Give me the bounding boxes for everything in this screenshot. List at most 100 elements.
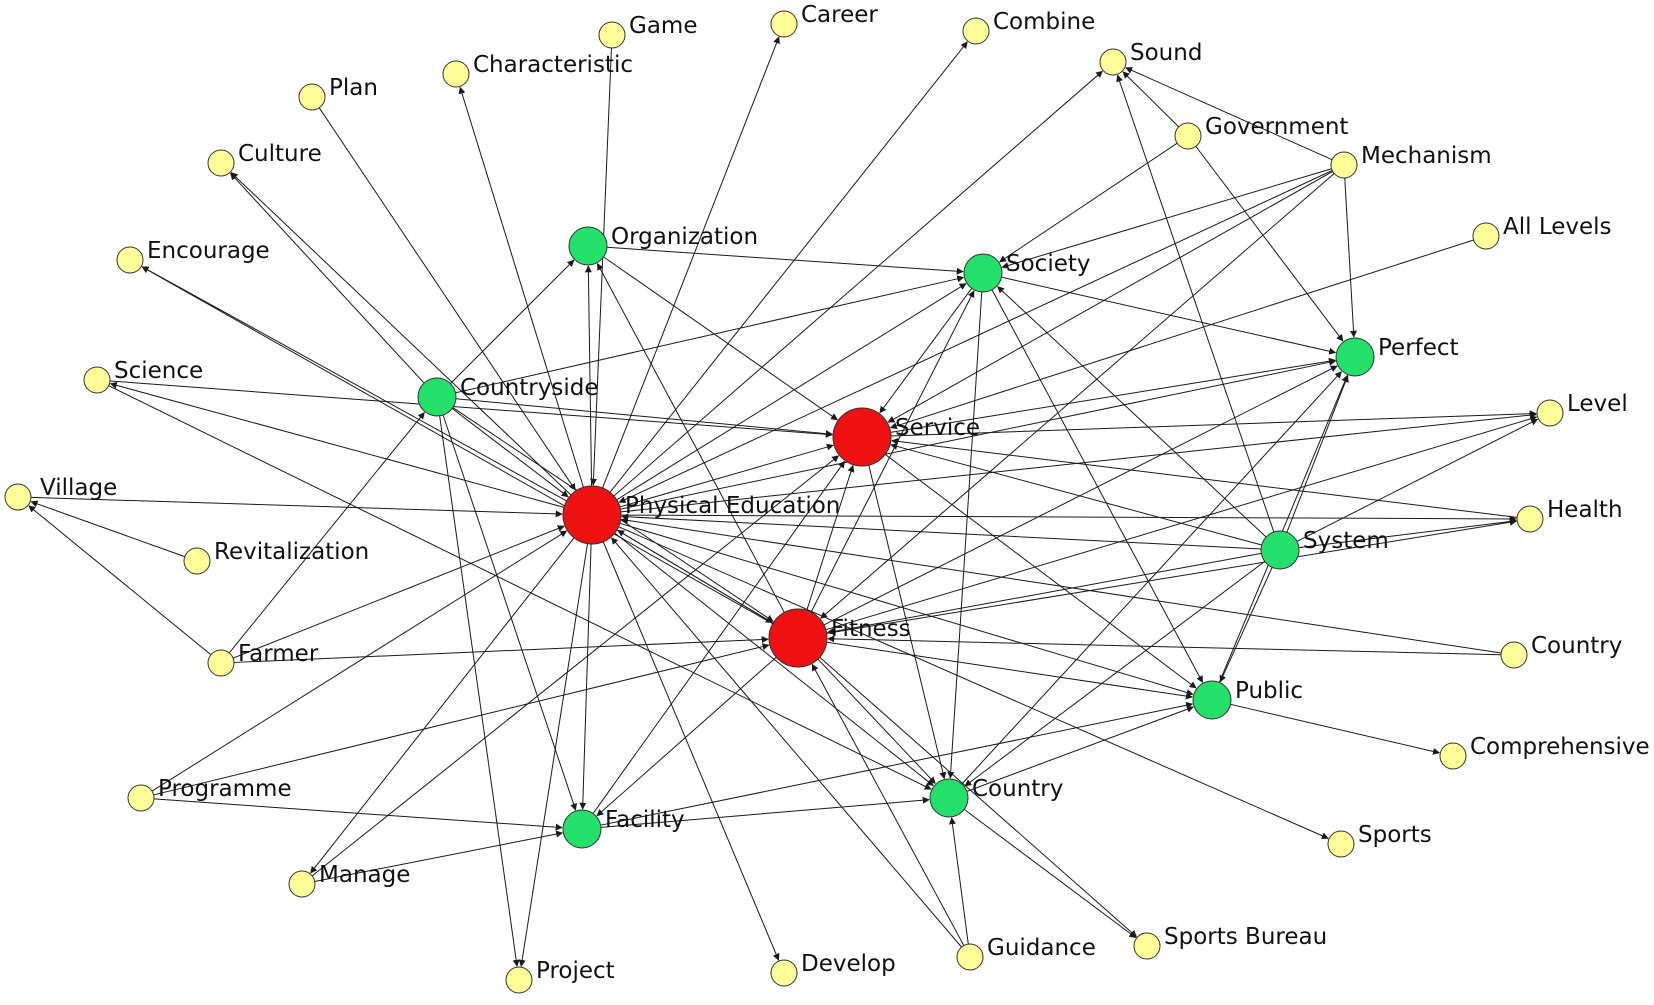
node-level[interactable]: Level — [1536, 391, 1628, 427]
node-system[interactable]: System — [1260, 528, 1389, 570]
node-circle-public[interactable] — [1192, 680, 1232, 720]
node-all_levels[interactable]: All Levels — [1472, 214, 1612, 250]
node-farmer[interactable]: Farmer — [207, 641, 319, 677]
node-label-government: Government — [1205, 114, 1348, 140]
edge-countryside-to-organization — [450, 259, 575, 384]
node-circle-government[interactable] — [1174, 122, 1202, 150]
node-label-game: Game — [629, 13, 697, 39]
node-circle-game[interactable] — [598, 21, 626, 49]
node-circle-comprehensive[interactable] — [1439, 742, 1467, 770]
node-comprehensive[interactable]: Comprehensive — [1439, 734, 1650, 770]
node-sports[interactable]: Sports — [1327, 822, 1432, 858]
node-circle-fitness[interactable] — [768, 608, 828, 668]
node-circle-organization[interactable] — [568, 226, 608, 266]
node-circle-physical_education[interactable] — [562, 485, 622, 545]
node-village[interactable]: Village — [4, 475, 117, 511]
node-mechanism[interactable]: Mechanism — [1330, 143, 1492, 179]
node-circle-culture[interactable] — [207, 149, 235, 177]
edges-layer — [28, 36, 1539, 967]
edge-society-to-perfect — [1001, 276, 1337, 355]
node-circle-plan[interactable] — [298, 83, 326, 111]
edge-physical_education-to-health — [620, 514, 1517, 523]
node-physical_education[interactable]: Physical Education — [562, 485, 840, 545]
node-encourage[interactable]: Encourage — [116, 238, 270, 274]
node-culture[interactable]: Culture — [207, 141, 322, 177]
node-career[interactable]: Career — [770, 2, 878, 38]
node-circle-guidance[interactable] — [956, 943, 984, 971]
node-facility[interactable]: Facility — [562, 807, 685, 849]
node-combine[interactable]: Combine — [962, 9, 1095, 45]
node-country_y[interactable]: Country — [1500, 633, 1622, 669]
node-circle-facility[interactable] — [562, 809, 602, 849]
edge-plan-to-physical_education — [318, 107, 576, 491]
node-countryside[interactable]: Countryside — [417, 375, 599, 417]
node-circle-career[interactable] — [770, 10, 798, 38]
edge-physical_education-to-sports — [618, 526, 1329, 840]
edge-physical_education-to-characteristic — [458, 86, 584, 488]
edge-game-to-physical_education — [590, 47, 612, 486]
node-circle-perfect[interactable] — [1335, 337, 1375, 377]
edge-health-to-service — [891, 437, 1518, 518]
node-circle-characteristic[interactable] — [442, 60, 470, 88]
node-circle-countryside[interactable] — [417, 377, 457, 417]
node-label-sound: Sound — [1130, 40, 1202, 66]
node-label-country_g: Country — [972, 776, 1063, 802]
node-circle-project[interactable] — [505, 966, 533, 994]
node-label-career: Career — [801, 2, 878, 28]
node-circle-level[interactable] — [1536, 399, 1564, 427]
node-revitalization[interactable]: Revitalization — [183, 539, 369, 575]
node-label-level: Level — [1567, 391, 1628, 417]
node-game[interactable]: Game — [598, 13, 697, 49]
edge-physical_education-to-society — [616, 283, 967, 501]
node-develop[interactable]: Develop — [770, 951, 896, 987]
node-organization[interactable]: Organization — [568, 224, 758, 266]
node-manage[interactable]: Manage — [288, 862, 410, 898]
node-circle-revitalization[interactable] — [183, 547, 211, 575]
node-circle-science[interactable] — [83, 366, 111, 394]
node-circle-country_g[interactable] — [929, 778, 969, 818]
node-circle-society[interactable] — [963, 253, 1003, 293]
node-perfect[interactable]: Perfect — [1335, 335, 1459, 377]
node-society[interactable]: Society — [963, 251, 1091, 293]
node-circle-system[interactable] — [1260, 530, 1300, 570]
node-circle-mechanism[interactable] — [1330, 151, 1358, 179]
node-plan[interactable]: Plan — [298, 75, 378, 111]
node-sound[interactable]: Sound — [1099, 40, 1202, 76]
node-science[interactable]: Science — [83, 358, 203, 394]
node-circle-sports[interactable] — [1327, 830, 1355, 858]
edge-manage-to-service — [311, 455, 840, 877]
node-country_g[interactable]: Country — [929, 776, 1063, 818]
node-public[interactable]: Public — [1192, 678, 1303, 720]
node-circle-all_levels[interactable] — [1472, 222, 1500, 250]
node-circle-sports_bureau[interactable] — [1133, 932, 1161, 960]
node-service[interactable]: Service — [832, 407, 980, 467]
node-circle-health[interactable] — [1516, 505, 1544, 533]
node-health[interactable]: Health — [1516, 497, 1623, 533]
edge-system-to-health — [1298, 518, 1517, 549]
edge-system-to-physical_education — [621, 513, 1262, 550]
node-circle-village[interactable] — [4, 483, 32, 511]
node-circle-encourage[interactable] — [116, 246, 144, 274]
node-circle-develop[interactable] — [770, 959, 798, 987]
node-circle-farmer[interactable] — [207, 649, 235, 677]
node-circle-manage[interactable] — [288, 870, 316, 898]
edge-mechanism-to-physical_education — [618, 170, 1333, 503]
node-project[interactable]: Project — [505, 958, 615, 994]
edge-fitness-to-health — [826, 518, 1517, 634]
node-government[interactable]: Government — [1174, 114, 1348, 150]
node-programme[interactable]: Programme — [127, 776, 292, 812]
node-circle-country_y[interactable] — [1500, 641, 1528, 669]
node-characteristic[interactable]: Characteristic — [442, 52, 633, 88]
edge-country_g-to-sports_bureau — [963, 808, 1137, 939]
node-circle-combine[interactable] — [962, 17, 990, 45]
edge-physical_education-to-encourage — [141, 266, 567, 502]
node-label-organization: Organization — [611, 224, 758, 250]
node-circle-programme[interactable] — [127, 784, 155, 812]
node-circle-service[interactable] — [832, 407, 892, 467]
node-fitness[interactable]: Fitness — [768, 608, 911, 668]
edge-service-to-country_g — [868, 465, 947, 780]
edge-manage-to-facility — [314, 830, 564, 882]
node-guidance[interactable]: Guidance — [956, 935, 1096, 971]
node-sports_bureau[interactable]: Sports Bureau — [1133, 924, 1327, 960]
node-circle-sound[interactable] — [1099, 48, 1127, 76]
